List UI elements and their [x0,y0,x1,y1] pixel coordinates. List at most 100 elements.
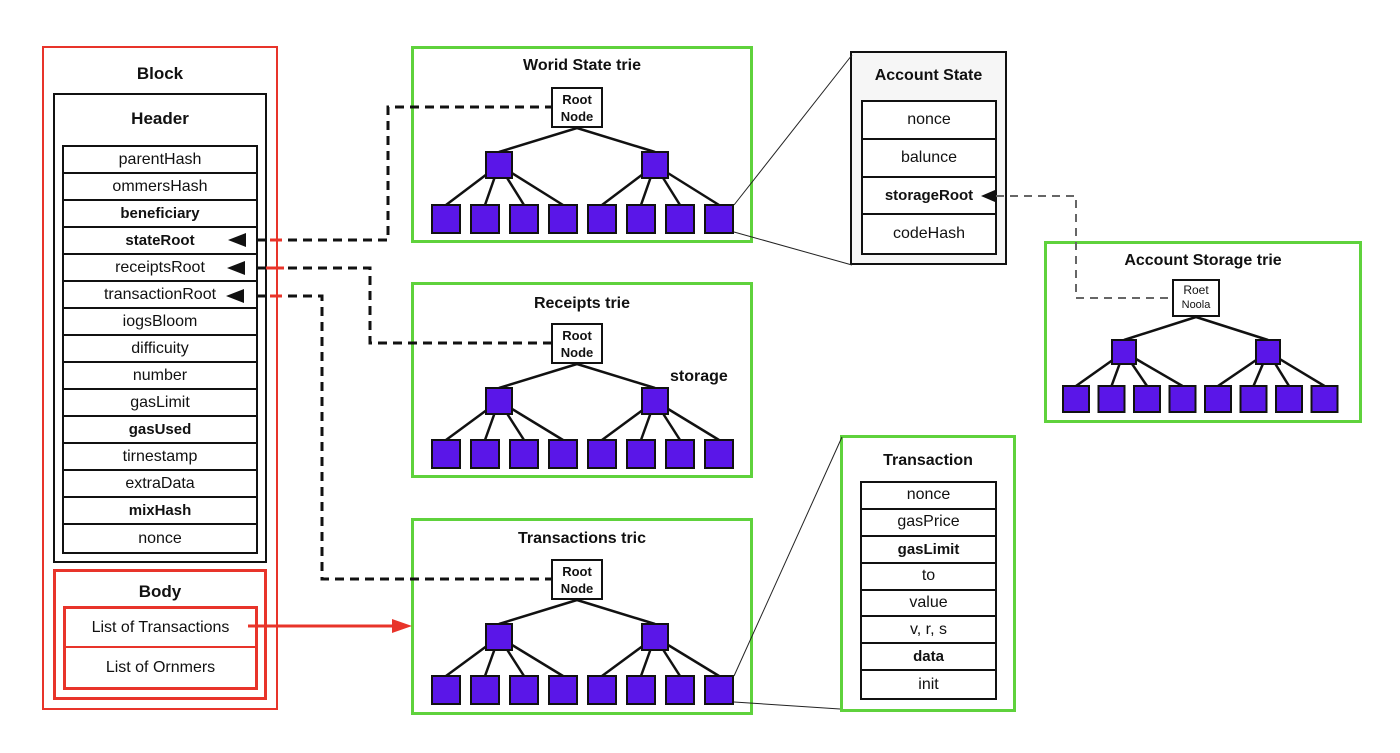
transactions-leaf-node[interactable] [509,675,539,705]
header-field[interactable]: beneficiary [64,201,256,228]
world-state-leaf-node[interactable] [509,204,539,234]
receipts-leaf-node[interactable] [626,439,656,469]
receipts-branch-node[interactable] [485,387,513,415]
world-state-leaf-node[interactable] [587,204,617,234]
account-storage-leaf-node[interactable] [1133,385,1161,413]
transactionroot-connector [258,294,551,581]
receipts-edge [576,362,656,390]
receipts-leaf-node[interactable] [548,439,578,469]
body-item-transactions[interactable]: List of Transactions [66,609,255,648]
body-title: Body [138,582,182,601]
world-state-leaf-node[interactable] [431,204,461,234]
receipts-trie-title: Receipts trie [533,295,631,312]
header-field[interactable]: ommersHash [64,174,256,201]
transactions-leaf-node[interactable] [548,675,578,705]
transactions-root-node[interactable]: Root Node [551,559,603,600]
account-storage-branch-node[interactable] [1255,339,1281,365]
header-field[interactable]: parentHash [64,147,256,174]
transaction-field[interactable]: gasLimit [862,537,995,564]
transaction-field[interactable]: nonce [862,483,995,510]
account-storage-root-node[interactable]: Roet Noola [1172,279,1220,317]
receiptsroot-arrow-icon [227,261,245,275]
storageroot-connector [996,195,1172,299]
stateroot-connector [258,105,551,242]
receipts-root-node[interactable]: Root Node [551,323,603,364]
body-item-ommers[interactable]: List of Ornmers [105,658,216,676]
receipts-leaf-node[interactable] [665,439,695,469]
transaction-field[interactable]: value [862,591,995,618]
account-storage-trie: Account Storage trie [1044,241,1362,423]
world-state-zoom-line-top [733,54,853,206]
receipts-leaf-node[interactable] [431,439,461,469]
account-state-field[interactable]: storageRoot [863,178,995,216]
header-field[interactable]: number [64,363,256,390]
transaction-zoom-line-top [733,436,843,677]
account-state-field[interactable]: nonce [863,102,995,140]
header-field[interactable]: mixHash [64,498,256,525]
account-storage-leaf-node[interactable] [1168,385,1197,413]
account-storage-leaf-node[interactable] [1275,385,1303,413]
world-state-branch-node[interactable] [485,151,513,179]
transactions-branch-node[interactable] [485,623,513,651]
storage-annotation: storage [670,368,728,385]
transactions-leaf-node[interactable] [431,675,461,705]
header-field[interactable]: tirnestamp [64,444,256,471]
account-storage-leaf-node[interactable] [1097,385,1126,413]
transaction-field[interactable]: to [862,564,995,591]
transactions-branch-node[interactable] [641,623,669,651]
header-field[interactable]: nonce [138,529,182,547]
block-title: Block [136,64,184,83]
account-storage-edge [1123,315,1197,342]
header-field[interactable]: gasLimit [64,390,256,417]
body-items: List of Transactions List of Ornmers [63,606,258,690]
receipts-leaf-node[interactable] [587,439,617,469]
transactions-list-arrowhead-icon [392,619,412,633]
world-state-leaf-node[interactable] [548,204,578,234]
account-storage-leaf-node[interactable] [1204,385,1232,413]
transactions-leaf-node[interactable] [470,675,500,705]
transactions-leaf-node[interactable] [626,675,656,705]
transactions-leaf-node[interactable] [704,675,734,705]
transaction-field[interactable]: gasPrice [862,510,995,537]
world-state-zoom-line-bottom [733,231,853,266]
block-container: Block [42,46,278,710]
world-state-leaf-node[interactable] [470,204,500,234]
receipts-leaf-node[interactable] [509,439,539,469]
world-state-leaf-node[interactable] [665,204,695,234]
world-state-leaf-node[interactable] [704,204,734,234]
header-field[interactable]: gasUsed [64,417,256,444]
header-field[interactable]: iogsBloom [64,309,256,336]
header-field[interactable]: receiptsRoot [64,255,256,282]
receipts-leaf-node[interactable] [470,439,500,469]
transaction-field[interactable]: v, r, s [862,617,995,645]
header-field[interactable]: extraData [64,471,256,498]
transactions-leaf-node[interactable] [665,675,695,705]
transaction-title: Transaction [883,452,973,469]
header-field[interactable]: difficuity [64,336,256,363]
stateroot-arrow-icon [228,233,246,247]
transactions-leaf-node[interactable] [587,675,617,705]
header-container: Header [53,93,267,563]
account-storage-leaf-node[interactable] [1062,385,1090,413]
account-state-field[interactable]: balunce [863,140,995,178]
transaction-field[interactable]: init [918,675,939,693]
transaction-field[interactable]: data [862,644,995,672]
receipts-leaf-node[interactable] [704,439,734,469]
account-storage-leaf-node[interactable] [1239,385,1268,413]
receipts-edge [498,362,578,390]
account-state-field[interactable]: codeHash [892,225,966,243]
transactions-edge [576,598,656,626]
world-state-branch-node[interactable] [641,151,669,179]
world-state-root-node[interactable]: Root Node [551,87,603,128]
header-field[interactable]: transactionRoot [64,282,256,309]
header-field[interactable]: stateRoot [64,228,256,255]
world-state-leaf-node[interactable] [626,204,656,234]
world-state-trie-title: Worid State trie [523,57,641,74]
account-storage-leaf-node[interactable] [1310,385,1339,413]
receipts-branch-node[interactable] [641,387,669,415]
transaction-container: Transaction [840,435,1016,712]
account-storage-branch-node[interactable] [1111,339,1137,365]
